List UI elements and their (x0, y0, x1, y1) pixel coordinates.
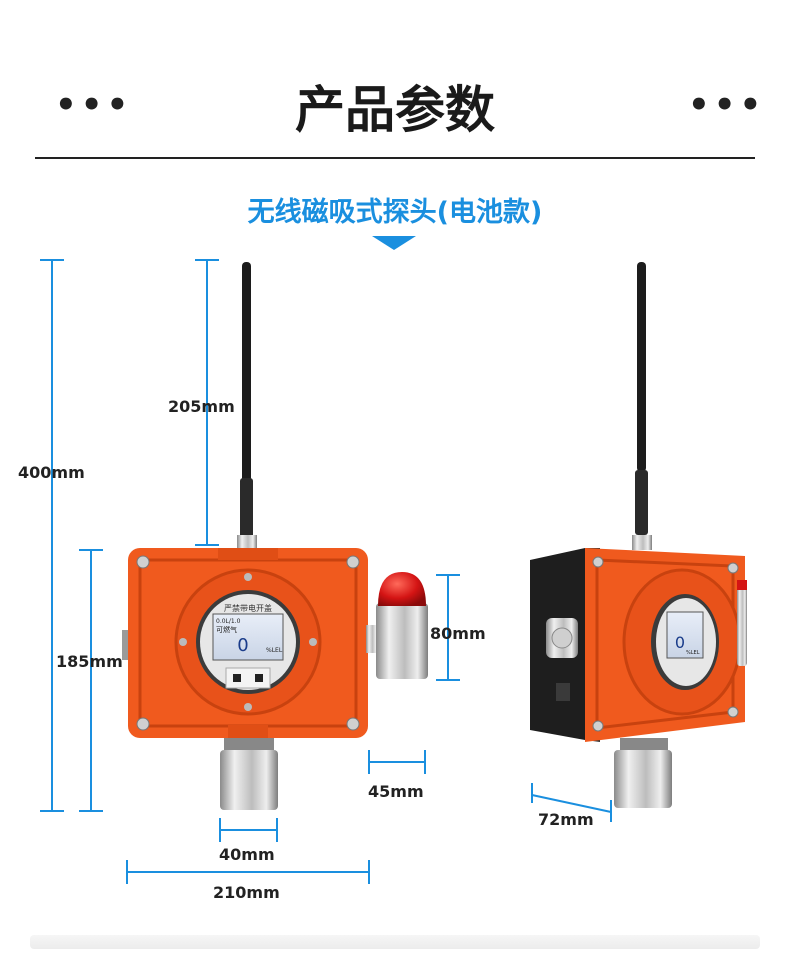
front-lcd-reading: 0 (237, 635, 248, 656)
alarm-lamp (378, 572, 426, 606)
dimension-lines (40, 259, 612, 884)
side-lcd-reading: 0 (675, 633, 685, 652)
antenna (242, 262, 251, 482)
antenna-height-label: 205mm (168, 397, 235, 416)
lamp-height-label: 80mm (430, 624, 486, 643)
body-height-label: 185mm (56, 652, 123, 671)
front-lcd (212, 613, 284, 661)
front-lcd-top: 0.0L/1.0 (216, 618, 241, 625)
page-title: 产品参数 (295, 81, 495, 139)
front-lcd-gas: 可燃气 (216, 625, 237, 634)
down-triangle-icon (372, 236, 416, 250)
bottom-shadow (30, 935, 760, 949)
left-dots-decoration: ••• (55, 85, 133, 125)
side-lcd-unit: %LEL (686, 650, 700, 656)
front-lcd-unit: %LEL (266, 647, 283, 654)
side-device (530, 262, 747, 808)
product-subtitle: 无线磁吸式探头(电池款) (247, 197, 543, 228)
lamp-width-label: 45mm (368, 782, 424, 801)
body-width-label: 210mm (213, 883, 280, 902)
panel-warning-text: 严禁带电开盖 (224, 603, 272, 613)
right-dots-decoration: ••• (688, 85, 766, 125)
total-height-label: 400mm (18, 463, 85, 482)
depth-label: 72mm (538, 810, 594, 829)
sensor-width-label: 40mm (219, 845, 275, 864)
sensor-head (220, 750, 278, 810)
front-device (122, 262, 428, 810)
header-divider (35, 157, 755, 159)
